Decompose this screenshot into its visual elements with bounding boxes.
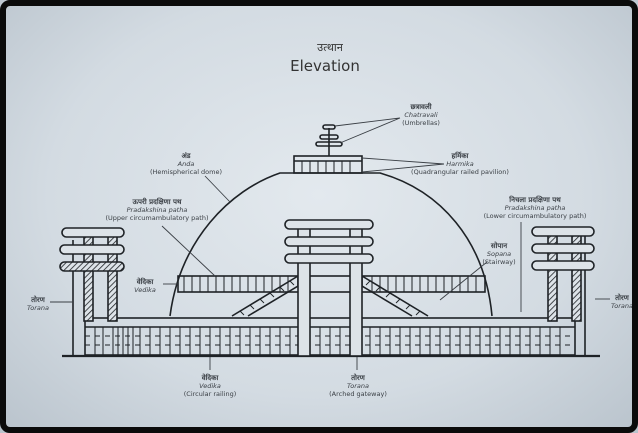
label-name: Pradakshina patha [504,204,566,212]
label-hindi: तोरण [31,296,45,304]
label-name: Pradakshina patha [126,206,188,214]
label-upper-path: ऊपरी प्रदक्षिणा पथ Pradakshina patha (Up… [106,198,209,222]
label-desc: (Lower circumambulatory path) [483,212,587,220]
label-lower-path: निचला प्रदक्षिणा पथ Pradakshina patha (L… [484,196,587,220]
label-name: Vedika [134,286,156,294]
label-sopana: सोपान Sopana (Stairway) [482,242,515,266]
label-anda: अंड Anda (Hemispherical dome) [150,152,222,176]
label-hindi: निचला प्रदक्षिणा पथ [509,196,561,204]
harmika [293,155,363,174]
lower-vedika [62,317,600,358]
label-torana-right: तोरण Torana [611,294,633,310]
sopana-stairs [231,274,429,317]
label-name: Torana [27,304,49,312]
label-desc: (Hemispherical dome) [149,168,223,176]
left-torana [59,227,125,356]
label-vedika-upper: वेदिका Vedika [134,278,156,294]
label-name: Chatravali [404,111,438,119]
label-hindi: तोरण [615,294,629,302]
label-hindi: सोपान [490,242,508,250]
right-torana [531,226,595,356]
label-chatravali: छत्रावली Chatravali (Umbrellas) [402,103,440,127]
label-hindi: छत्रावली [410,103,432,111]
title-hindi: उत्थान [317,41,343,54]
label-desc: (Circular railing) [183,390,237,398]
label-name: Anda [177,160,195,168]
label-name: Vedika [199,382,221,390]
label-torana-left: तोरण Torana [27,296,49,312]
label-hindi: ऊपरी प्रदक्षिणा पथ [132,198,182,206]
label-hindi: तोरण [351,374,365,382]
central-torana [284,219,374,357]
label-hindi: अंड [181,152,191,160]
title-english: Elevation [290,57,360,75]
label-name: Harmika [446,160,474,168]
label-desc: (Stairway) [482,258,516,266]
label-name: Torana [611,302,633,310]
label-harmika: हर्मिका Harmika (Quadrangular railed pav… [411,152,509,176]
label-torana-bottom: तोरण Torana (Arched gateway) [329,374,387,398]
leader-lines [50,117,610,370]
label-hindi: वेदिका [136,278,154,286]
label-desc: (Quadrangular railed pavilion) [411,168,509,176]
label-name: Torana [347,382,369,390]
chatravali [315,124,343,156]
label-desc: (Umbrellas) [402,119,440,127]
label-vedika-bottom: वेदिका Vedika (Circular railing) [184,374,237,398]
label-desc: (Arched gateway) [329,390,387,398]
upper-vedika [177,275,486,293]
label-desc: (Upper circumambulatory path) [105,214,209,222]
label-hindi: वेदिका [201,374,219,382]
label-hindi: हर्मिका [451,152,469,160]
label-name: Sopana [486,250,512,258]
